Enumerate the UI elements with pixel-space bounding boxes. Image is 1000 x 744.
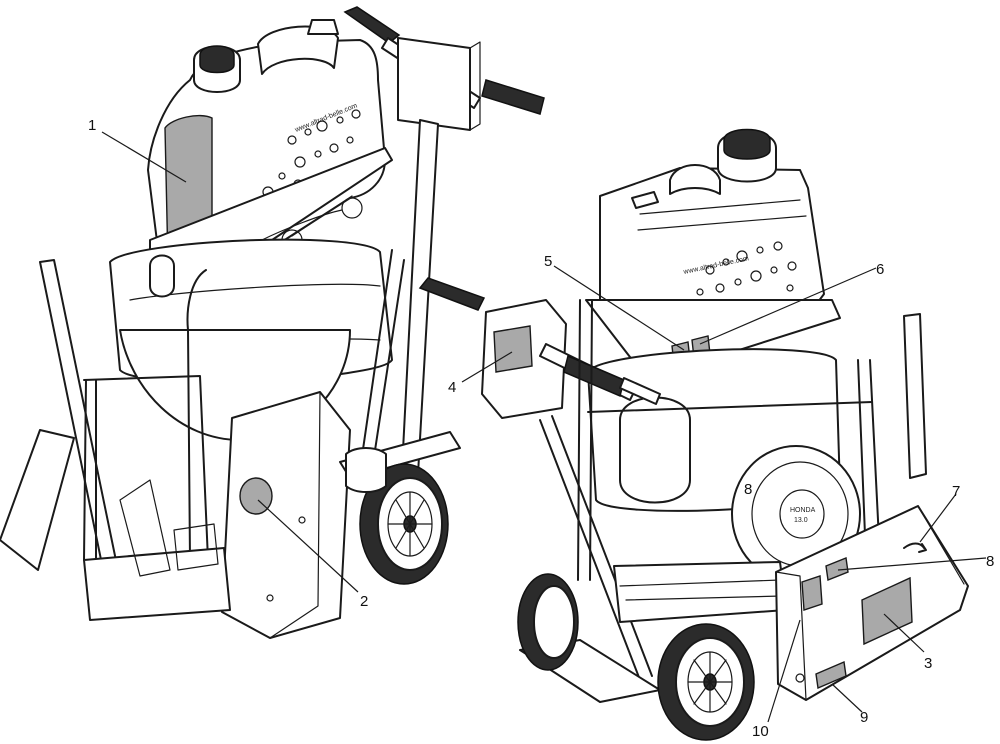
left-machine: www.altrad-belle.com: [0, 6, 545, 639]
label-4-patch: [493, 325, 533, 373]
engine-badge-line2: 13.0: [794, 517, 808, 524]
callout-3: 3: [924, 655, 932, 672]
callout-leaders: [101, 131, 987, 723]
right-machine: www.altrad-belle.com HONDA 13.0: [418, 128, 969, 741]
label-3-patch: [861, 576, 913, 646]
left-rear-wheel: [359, 463, 449, 585]
label-8b-patch: [825, 557, 849, 581]
callout-8-engine: 8: [744, 481, 752, 498]
callout-7: 7: [952, 483, 960, 500]
callout-5: 5: [544, 253, 552, 270]
callout-6: 6: [876, 261, 884, 278]
callout-1: 1: [88, 117, 96, 134]
engine-badge-line1: HONDA: [790, 507, 816, 514]
callout-2: 2: [360, 593, 368, 610]
callout-10: 10: [752, 723, 769, 740]
label-10-patch: [801, 575, 823, 611]
label-9-patch: [815, 660, 847, 690]
callout-8-cover: 8: [986, 553, 994, 570]
right-front-wheel: [657, 623, 755, 741]
callout-4: 4: [448, 379, 456, 396]
callout-9: 9: [860, 709, 868, 726]
right-rear-wheel: [517, 573, 579, 671]
callout-numbers: 1 2 3 4 5 6 7 8 8 9 10: [88, 117, 994, 740]
